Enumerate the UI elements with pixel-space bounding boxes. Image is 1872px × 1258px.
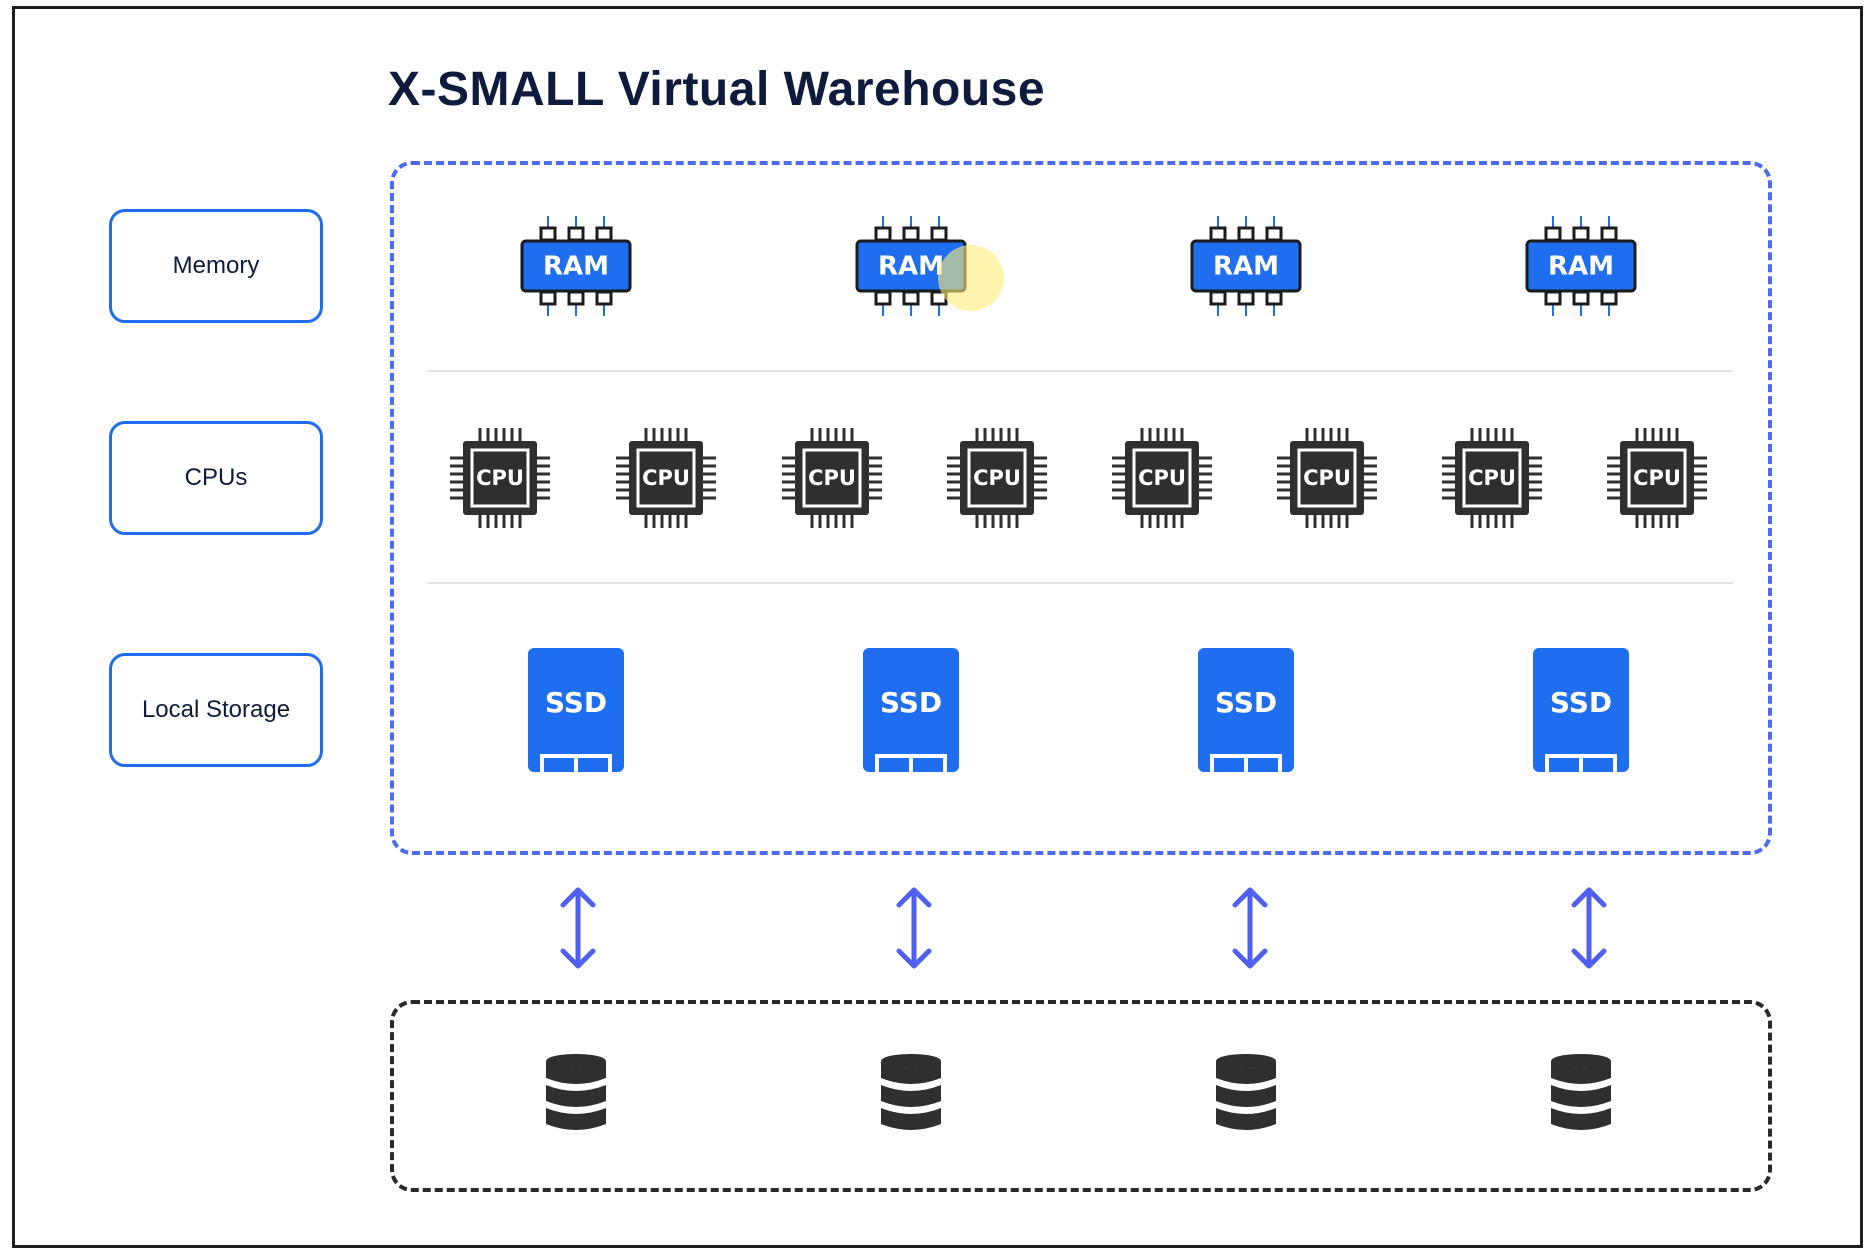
- separator-cpu-storage: [427, 582, 1733, 584]
- cpu-icon: CPU: [1607, 428, 1707, 528]
- diagram-title: X-SMALL Virtual Warehouse: [388, 63, 1046, 116]
- ssd-icon: SSD: [528, 648, 624, 772]
- ssd-icon: SSD: [1533, 648, 1629, 772]
- cpu-icon: CPU: [782, 428, 882, 528]
- cpu-icon: CPU: [450, 428, 550, 528]
- cpu-label: CPU: [476, 466, 524, 490]
- warehouse-box: [390, 161, 1772, 855]
- ram-icon: RAM: [1190, 216, 1302, 316]
- ssd-label: SSD: [1550, 686, 1612, 719]
- ssd-icon: SSD: [1198, 648, 1294, 772]
- memory-label: Memory: [172, 252, 260, 279]
- cpu-icon: CPU: [1442, 428, 1542, 528]
- database-icon: [546, 1054, 606, 1130]
- diagram-frame: [12, 6, 1863, 1248]
- cpu-label: CPU: [1138, 466, 1186, 490]
- cpu-label: CPU: [1633, 466, 1681, 490]
- ram-icon: RAM: [1525, 216, 1637, 316]
- local-storage-label: Local Storage: [141, 696, 291, 723]
- ram-label: RAM: [1548, 252, 1614, 282]
- local-storage-label-box: Local Storage: [109, 653, 323, 767]
- bidirectional-arrow-icon: [896, 887, 932, 969]
- bidirectional-arrow-icon: [1232, 887, 1268, 969]
- bidirectional-arrow-icon: [560, 887, 596, 969]
- remote-storage-box: [390, 1000, 1772, 1192]
- cpu-label: CPU: [808, 466, 856, 490]
- bidirectional-arrow-icon: [1571, 887, 1607, 969]
- database-icon: [1551, 1054, 1611, 1130]
- cpus-label-box: CPUs: [109, 421, 323, 535]
- ram-label: RAM: [1213, 252, 1279, 282]
- ram-label: RAM: [878, 252, 944, 282]
- ssd-label: SSD: [1215, 686, 1277, 719]
- cpu-icon: CPU: [1112, 428, 1212, 528]
- cpu-label: CPU: [642, 466, 690, 490]
- cursor-highlight: [938, 245, 1004, 311]
- cpu-label: CPU: [973, 466, 1021, 490]
- ram-icon: RAM: [520, 216, 632, 316]
- ssd-label: SSD: [880, 686, 942, 719]
- database-icon: [1216, 1054, 1276, 1130]
- memory-label-box: Memory: [109, 209, 323, 323]
- ram-label: RAM: [543, 252, 609, 282]
- ssd-label: SSD: [545, 686, 607, 719]
- database-icon: [881, 1054, 941, 1130]
- cpu-label: CPU: [1468, 466, 1516, 490]
- separator-memory-cpu: [427, 370, 1733, 372]
- cpus-label: CPUs: [184, 464, 248, 491]
- cpu-icon: CPU: [616, 428, 716, 528]
- ssd-icon: SSD: [863, 648, 959, 772]
- cpu-icon: CPU: [947, 428, 1047, 528]
- cpu-label: CPU: [1303, 466, 1351, 490]
- cpu-icon: CPU: [1277, 428, 1377, 528]
